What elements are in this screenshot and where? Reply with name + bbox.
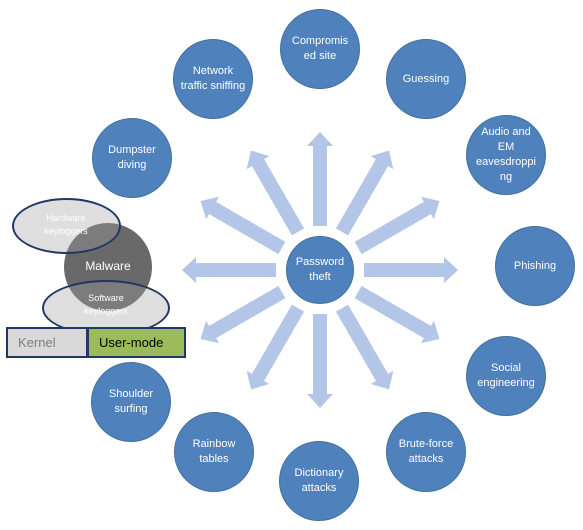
node-brute-force-attacks: Brute-force attacks [386, 412, 466, 492]
node-shoulder-surfing: Shoulder surfing [91, 362, 171, 442]
arrow-down-left-2 [200, 285, 286, 344]
arrow-left [182, 257, 276, 283]
center-label: Password theft [295, 256, 345, 283]
node-audio-em-eavesdropping: Audio and EM eavesdropping [466, 115, 546, 195]
node-label: Rainbow tables [192, 438, 236, 465]
arrow-down-right-1 [354, 285, 440, 344]
arrow-right [364, 257, 458, 283]
node-label: Shoulder surfing [108, 388, 154, 415]
node-network-traffic-sniffing: Network traffic sniffing [173, 39, 253, 119]
node-label: Network traffic sniffing [180, 65, 246, 92]
node-label: Social engineering [477, 362, 535, 389]
arrow-up-right-2 [354, 196, 440, 255]
node-guessing: Guessing [386, 39, 466, 119]
node-label: Dumpster diving [108, 144, 156, 171]
node-rainbow-tables: Rainbow tables [174, 412, 254, 492]
arrow-down-right-2 [335, 304, 394, 390]
node-compromised-site: Compromis ed site [280, 9, 360, 89]
node-phishing: Phishing [495, 226, 575, 306]
node-social-engineering: Social engineering [466, 336, 546, 416]
arrow-up-left-2 [246, 150, 305, 236]
node-label: Phishing [513, 259, 557, 272]
arrow-down [307, 314, 333, 408]
arrow-down-left-1 [246, 304, 305, 390]
node-label: Dictionary attacks [294, 467, 344, 494]
node-label: Compromis ed site [291, 35, 349, 62]
node-dictionary-attacks: Dictionary attacks [279, 441, 359, 521]
node-label: Guessing [402, 72, 450, 85]
node-label: Audio and EM eavesdropping [476, 126, 536, 183]
node-dumpster-diving: Dumpster diving [92, 118, 172, 198]
arrow-up [307, 132, 333, 226]
arrow-up-left-1 [200, 196, 286, 255]
arrow-up-right-1 [335, 150, 394, 236]
node-label: Brute-force attacks [398, 438, 454, 465]
center-node-password-theft: Password theft [286, 236, 354, 304]
